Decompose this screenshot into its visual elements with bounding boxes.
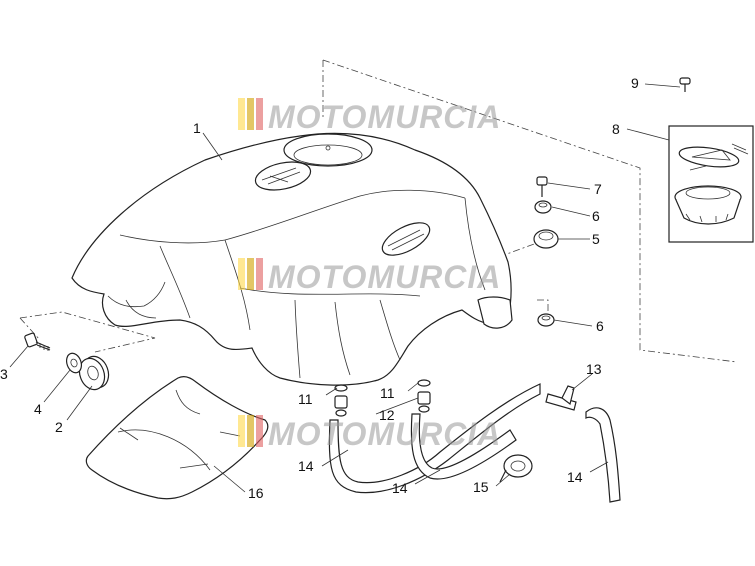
- callout-14-left: 14: [298, 458, 314, 474]
- watermark-text: MOTOMURCIA: [268, 259, 501, 295]
- callout-11-right: 11: [380, 385, 395, 401]
- watermark: MOTOMURCIA MOTOMURCIA MOTOMURCIA: [238, 98, 501, 452]
- rubber-grommet: [78, 355, 110, 391]
- callout-labels: 1 2 3 4 5 6 6 7 8 9 11 11 12 13 14 14 14…: [0, 75, 639, 501]
- watermark-middle: MOTOMURCIA: [238, 258, 501, 295]
- callout-2: 2: [55, 419, 63, 435]
- drain-hoses: [328, 383, 621, 503]
- callout-12: 12: [379, 407, 395, 423]
- callout-6-upper: 6: [592, 208, 600, 224]
- callout-15: 15: [473, 479, 489, 495]
- bolt-rear: [24, 332, 51, 351]
- callout-4: 4: [34, 401, 42, 417]
- washer: [65, 352, 83, 374]
- watermark-top: MOTOMURCIA: [238, 98, 501, 135]
- fuel-tank: [71, 132, 513, 386]
- drain-fittings: [334, 379, 431, 417]
- hose-clip: [499, 454, 533, 483]
- watermark-bottom: MOTOMURCIA: [238, 415, 501, 452]
- callout-13: 13: [586, 361, 602, 377]
- callout-3: 3: [0, 366, 8, 382]
- callout-11-left: 11: [298, 391, 313, 407]
- callout-16: 16: [248, 485, 264, 501]
- callout-9: 9: [631, 75, 639, 91]
- bushing-upper: [534, 200, 552, 214]
- rubber-mount: [533, 229, 559, 249]
- callout-1: 1: [193, 120, 201, 136]
- callout-14-right: 14: [567, 469, 583, 485]
- bolt-front: [536, 176, 548, 197]
- bushing-lower: [537, 313, 555, 327]
- watermark-text: MOTOMURCIA: [268, 99, 501, 135]
- callout-8: 8: [612, 121, 620, 137]
- callout-5: 5: [592, 231, 600, 247]
- fuel-cap-assembly: [668, 125, 754, 243]
- screw-cap: [679, 77, 691, 92]
- watermark-text: MOTOMURCIA: [268, 416, 501, 452]
- t-connector: [545, 385, 577, 411]
- callout-7: 7: [594, 181, 602, 197]
- leader-lines: [9, 83, 681, 493]
- callout-6-lower: 6: [596, 318, 604, 334]
- callout-14-middle: 14: [392, 480, 408, 496]
